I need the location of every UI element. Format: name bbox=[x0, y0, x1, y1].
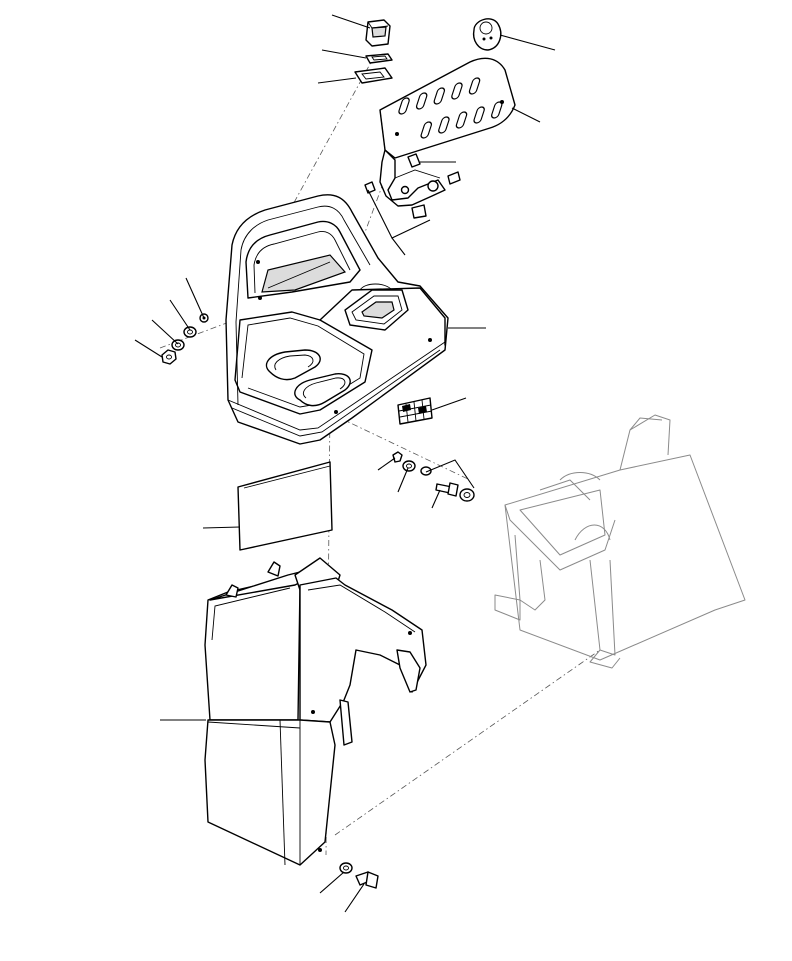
assembly-line-ghost bbox=[334, 649, 601, 836]
assembly-line-top bbox=[234, 54, 376, 311]
cover-slot bbox=[415, 92, 428, 110]
label-sticker bbox=[397, 397, 433, 425]
ghost-machine-assembly bbox=[494, 414, 746, 669]
gasket-part bbox=[365, 53, 393, 64]
cover-slot bbox=[420, 121, 433, 139]
leader-nut-mid bbox=[377, 457, 396, 471]
cover-slot bbox=[438, 116, 450, 134]
assembly-line-fasteners bbox=[339, 417, 471, 481]
cover-slot bbox=[398, 97, 410, 115]
cover-slot bbox=[451, 82, 463, 100]
leader-switch bbox=[331, 14, 371, 29]
leader-bolt-group bbox=[425, 459, 475, 489]
switch-part bbox=[365, 19, 391, 47]
leader-nut-2 bbox=[169, 299, 191, 331]
leader-cover-plate bbox=[511, 107, 541, 123]
leader-bottom-bolt bbox=[344, 883, 365, 913]
leader-ring-tag bbox=[499, 34, 556, 51]
leader-label bbox=[431, 397, 467, 411]
leader-flat-sheet bbox=[202, 526, 241, 529]
cover-slot bbox=[490, 101, 503, 119]
frame-plate-part bbox=[354, 67, 393, 84]
leader-nut-3 bbox=[151, 319, 179, 345]
cover-slot bbox=[473, 106, 485, 124]
cover-slot bbox=[455, 111, 468, 129]
bottom-bolt-washer bbox=[339, 862, 379, 889]
leader-bolt bbox=[431, 489, 441, 509]
cover-slots-top bbox=[398, 77, 481, 115]
cover-slots-bottom bbox=[420, 101, 503, 139]
leader-nut-4 bbox=[134, 339, 163, 358]
console-housing bbox=[225, 194, 449, 445]
flat-cover-sheet bbox=[237, 461, 333, 551]
leader-bottom-washer bbox=[319, 871, 345, 894]
cover-slot bbox=[433, 87, 446, 105]
cover-slot bbox=[468, 77, 481, 95]
nut-washer-stack bbox=[161, 313, 209, 365]
ring-tag-part bbox=[472, 18, 502, 51]
callout-leaders bbox=[134, 14, 556, 913]
lever-bracket-part bbox=[364, 149, 461, 219]
leader-pins-tail bbox=[391, 237, 406, 256]
fastener-group bbox=[392, 451, 475, 502]
perforated-cover-plate bbox=[379, 57, 516, 159]
leader-gasket bbox=[321, 49, 367, 59]
leader-nut-1 bbox=[185, 277, 205, 319]
leader-frame-plate bbox=[317, 77, 357, 84]
leader-washer-mid bbox=[397, 467, 409, 493]
pedestal-cover bbox=[204, 557, 427, 866]
